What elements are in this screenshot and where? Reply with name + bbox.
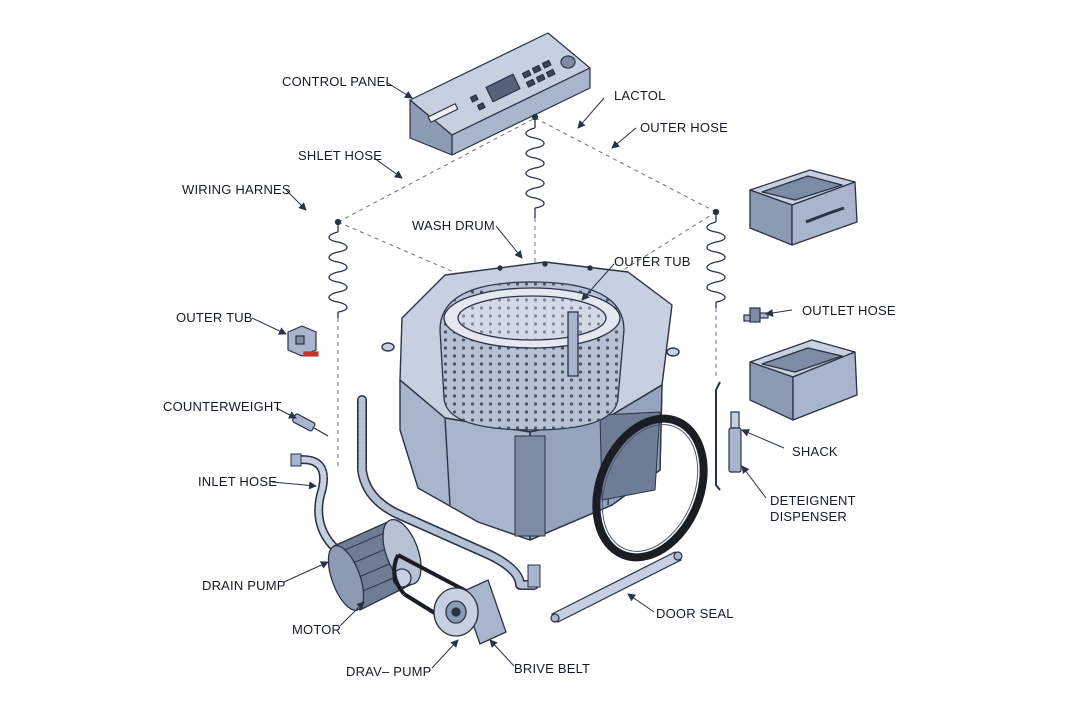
label-brive-belt: BRIVE BELT [514,661,591,676]
tub-bracket [287,325,319,357]
counterweight-pin [292,413,329,437]
label-counterweight: COUNTERWEIGHT [163,399,282,414]
wash-drum [439,281,625,431]
label-inlet-hose: INLET HOSE [198,474,278,489]
drain-pump [433,579,507,645]
label-outer-hose-top: OUTER HOSE [640,120,728,135]
label-control-panel: CONTROL PANEL [282,74,393,89]
label-outer-tub-left: OUTER TUB [176,310,253,325]
spring-right [706,208,726,308]
motor [327,518,422,611]
heater-rod [550,551,683,623]
label-lactol: LACTOL [614,88,666,103]
label-detergent-dispenser-line2: DISPENSER [770,509,847,524]
label-drain-pump: DRAIN PUMP [202,578,286,593]
drain-hose [357,395,541,590]
label-motor: MOTOR [292,622,342,637]
shock-absorber [715,381,742,491]
label-detergent-dispenser-line1: DETEIGNENT [770,493,856,508]
detergent-drawer-top [749,169,858,246]
valve-clip [743,307,769,323]
label-wiring-harness: WIRING HARNES [182,182,291,197]
label-outer-tub-center: OUTER TUB [614,254,691,269]
spring-left [328,218,348,318]
leader-lines [251,81,793,669]
label-shlet-hose: SHLET HOSE [298,148,383,163]
detergent-drawer-bottom [749,339,858,421]
label-wash-drum: WASH DRUM [412,218,495,233]
control-panel [409,32,591,156]
label-drav-pump: DRAV– PUMP [346,664,432,679]
label-door-seal: DOOR SEAL [656,606,734,621]
label-outlet-hose: OUTLET HOSE [802,303,896,318]
door-seal-ring [592,414,708,562]
spring-center [525,113,545,218]
label-detergent-dispenser: DETEIGNENT DISPENSER [770,493,880,525]
label-shack: SHACK [792,444,838,459]
